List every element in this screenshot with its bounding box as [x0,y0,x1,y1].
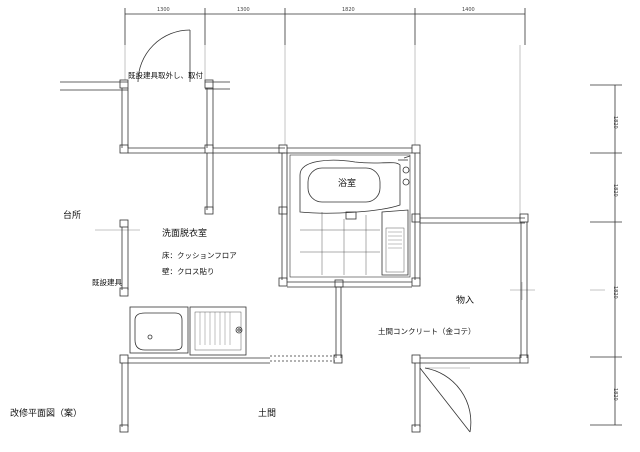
washing-machine-pan [189,306,247,356]
room-label-washroom: 洗面脱衣室 [162,229,208,239]
room-label-storage: 物入 [456,296,475,306]
note-existing-fixture-door: 既設建具取外し、取付 [128,71,203,80]
grid-lines [95,45,605,300]
dimension-label: 1820 [612,388,618,401]
dimension-label: 1300 [157,7,170,13]
existing-door-top [137,29,191,83]
room-label-earthen-floor: 土間 [258,409,277,419]
dimension-label: 1400 [462,7,475,13]
drawing-title: 改修平面図（案） [10,409,83,419]
note-existing-fixture: 既設建具 [92,278,122,287]
dimension-label: 1820 [342,7,355,13]
note-concrete-floor: 土間コンクリート（金コテ） [378,327,476,336]
top-dimension-line [124,8,526,45]
dimension-label: 1820 [612,184,618,197]
dimension-label: 1300 [237,7,250,13]
room-label-bathroom: 浴室 [338,179,357,189]
note-floor-finish: 床：クッションフロア [162,251,237,260]
room-label-kitchen: 台所 [63,211,82,221]
dimension-label: 1820 [612,116,618,129]
bathtub [289,154,411,278]
storage-door [424,367,472,433]
walls [60,79,529,433]
note-wall-finish: 壁：クロス貼り [162,267,215,276]
dimension-label: 1820 [612,286,618,299]
washbasin [129,306,189,354]
right-dimension-line [590,84,622,426]
